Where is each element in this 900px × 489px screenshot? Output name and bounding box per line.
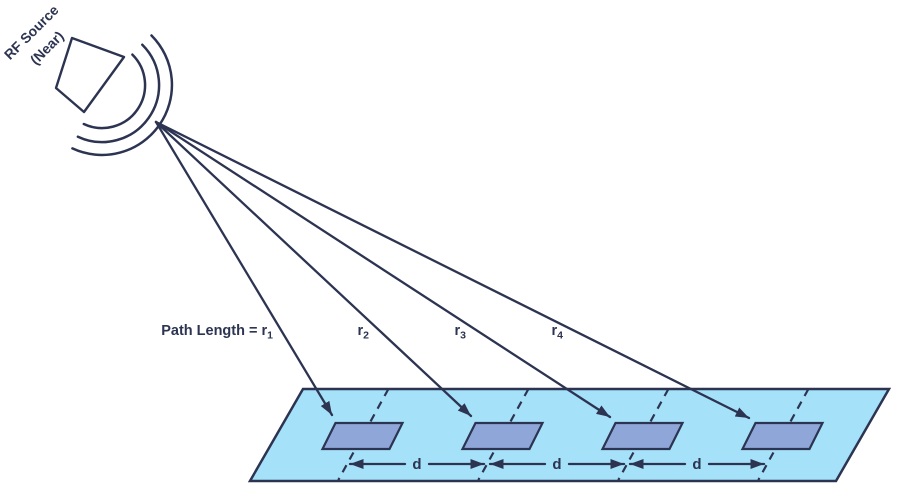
element-axis-dashed-line-1 xyxy=(337,388,390,481)
antenna-element-4 xyxy=(740,421,825,451)
spacing-dimension-3: d xyxy=(628,456,766,473)
antenna-element-2 xyxy=(460,421,545,451)
ray-label-r1: Path Length = r1 xyxy=(161,323,273,342)
ray-label-r4-text: r xyxy=(552,323,558,339)
ray-label-r3-text: r xyxy=(455,323,461,339)
spacing-label-3: d xyxy=(692,456,701,473)
array-plane xyxy=(247,387,892,483)
antenna-elements xyxy=(320,421,825,451)
ray-line-r4 xyxy=(154,120,751,420)
wavefront-arc-inner xyxy=(82,53,147,130)
wavefront-arc-middle xyxy=(76,43,161,144)
ray-labels: Path Length = r1 r2 r3 r4 xyxy=(161,323,563,342)
antenna-element-3 xyxy=(600,421,685,451)
element-axis-lines xyxy=(337,388,810,481)
ray-label-r3-subscript: 3 xyxy=(460,330,466,342)
ray-label-r2: r2 xyxy=(358,323,370,342)
ray-label-r3: r3 xyxy=(455,323,467,342)
spacing-dimension-1: d xyxy=(348,456,486,473)
ray-label-r4-subscript: 4 xyxy=(557,330,563,342)
element-axis-dashed-line-2 xyxy=(477,388,530,481)
wavefront-arc-outer xyxy=(71,34,174,157)
element-axis-dashed-line-3 xyxy=(617,388,670,481)
ray-label-r1-subscript: 1 xyxy=(267,330,273,342)
spacing-label-1: d xyxy=(412,456,421,473)
ray-line-r3 xyxy=(154,120,612,419)
element-axis-dashed-line-4 xyxy=(757,388,810,481)
ray-label-r1-text: Path Length = r xyxy=(161,323,267,339)
ray-line-r1 xyxy=(154,120,334,417)
ray-label-r2-text: r xyxy=(358,323,364,339)
antenna-element-1 xyxy=(320,421,405,451)
spacing-dimension-2: d xyxy=(488,456,626,473)
path-rays xyxy=(154,120,751,420)
ray-label-r4: r4 xyxy=(552,323,564,342)
spacing-label-2: d xyxy=(552,456,561,473)
ray-line-r2 xyxy=(154,120,473,418)
wavefront-arcs-icon xyxy=(71,34,174,157)
rf-source-horn-icon xyxy=(54,36,126,114)
ray-label-r2-subscript: 2 xyxy=(363,330,369,342)
